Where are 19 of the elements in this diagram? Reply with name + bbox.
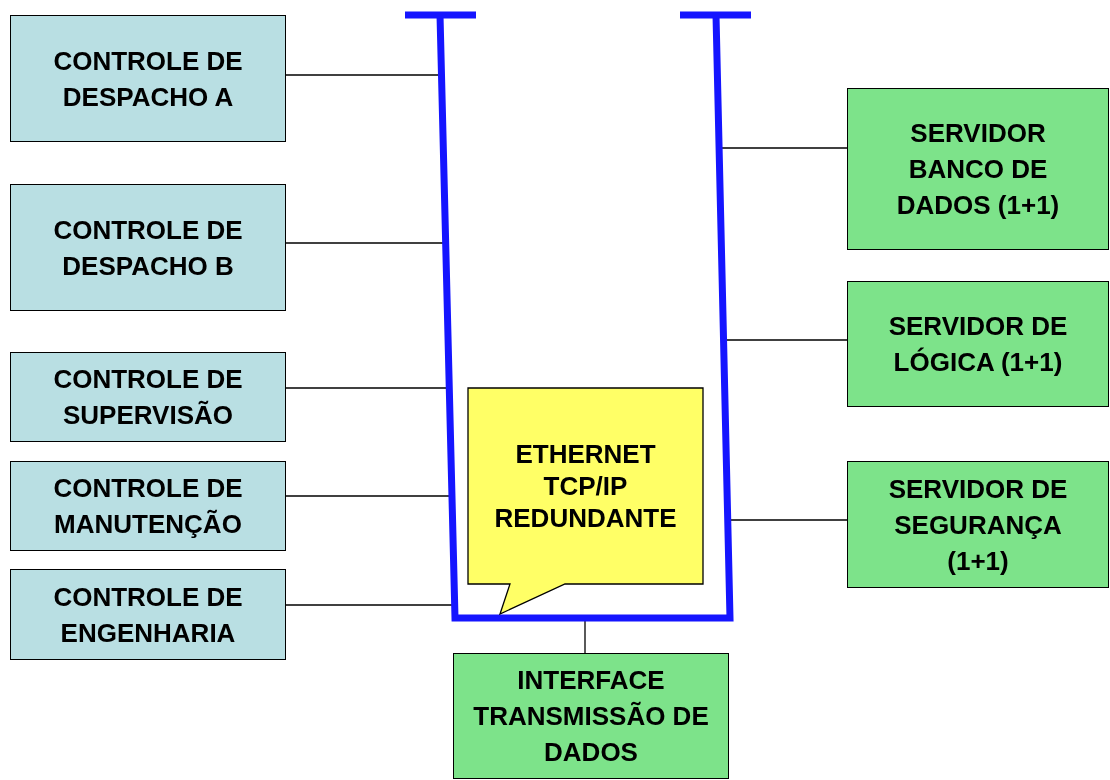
node-label: CONTROLE DE MANUTENÇÃO <box>52 472 244 541</box>
node-box <box>847 461 1109 588</box>
node-label: CONTROLE DE DESPACHO A <box>52 44 244 114</box>
node-box <box>10 569 286 660</box>
node-box <box>10 15 286 142</box>
node-label: SERVIDOR DE SEGURANÇA (1+1) <box>887 472 1069 578</box>
node-label: CONTROLE DE SUPERVISÃO <box>52 363 244 432</box>
node-box <box>847 88 1109 250</box>
connector-line <box>584 619 586 654</box>
node-box <box>847 281 1109 407</box>
node-label: CONTROLE DE ENGENHARIA <box>52 580 244 650</box>
node-box <box>10 184 286 311</box>
node-label: SERVIDOR DE LÓGICA (1+1) <box>887 310 1069 379</box>
node-box <box>453 653 729 779</box>
node-label: SERVIDOR BANCO DE DADOS (1+1) <box>895 117 1061 222</box>
node-label: INTERFACE TRANSMISSÃO DE DADOS <box>472 664 710 769</box>
node-box <box>10 461 286 551</box>
node-label: CONTROLE DE DESPACHO B <box>52 213 244 283</box>
node-box <box>10 352 286 442</box>
